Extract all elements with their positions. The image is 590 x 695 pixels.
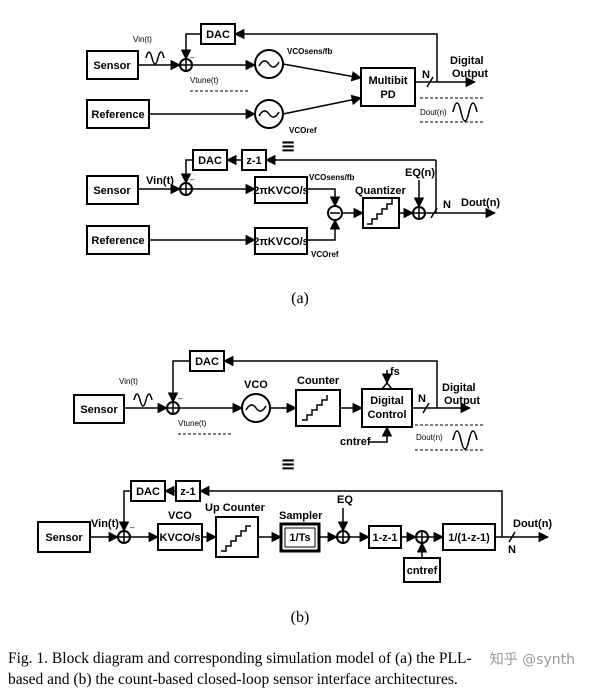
pd-label-line1: Multibit: [368, 75, 407, 87]
bus-width-n: N: [508, 544, 516, 556]
vin-label: Vin(t): [91, 518, 119, 530]
bus-width-n: N: [422, 69, 430, 81]
oscillator-glyph: [258, 60, 280, 68]
dac-label: DAC: [136, 486, 160, 498]
reference-label: Reference: [91, 109, 144, 121]
delay-label: z-1: [180, 486, 195, 498]
minus-sign: –: [190, 175, 195, 184]
control-line1: Digital: [370, 395, 404, 407]
sensor-block: [73, 394, 125, 424]
digital-output-line1: Digital: [442, 382, 476, 394]
eq-label: EQ(n): [405, 167, 435, 179]
integrator-ref-label: 2πKVCO/s: [253, 236, 309, 248]
vtune-label: Vtune(t): [190, 76, 219, 85]
sensor-label: Sensor: [93, 60, 131, 72]
sensor-block: [86, 50, 139, 80]
sensor-label: Sensor: [45, 532, 83, 544]
reference-block: [86, 99, 150, 129]
vco-model-label: VCO: [168, 510, 192, 522]
output-waveform-bounds: [420, 97, 485, 123]
dout-label: Dout(n): [420, 108, 447, 117]
vco-ref-label: VCOref: [311, 250, 339, 259]
panel-b-simulation-model: Sensor DAC z-1 Vin(t) – VCO KVCO/s Up Co…: [37, 480, 552, 583]
cnt-ref-label: cntref: [340, 436, 371, 448]
oscillator-glyph: [258, 110, 280, 118]
vco-sens-label: VCOsens/fb: [309, 173, 354, 182]
counter-label: Counter: [297, 375, 340, 387]
vco-sens-label: VCOsens/fb: [287, 47, 332, 56]
cnt-ref-label: cntref: [407, 565, 438, 577]
vco-label: VCO: [244, 379, 268, 391]
equivalence-symbol-b: ≡: [280, 454, 295, 475]
vtune-label: Vtune(t): [178, 419, 207, 428]
dac-label: DAC: [195, 356, 219, 368]
control-line2: Control: [367, 409, 406, 421]
quantizer-label: Quantizer: [355, 185, 406, 197]
dout-label: Dout(n): [416, 433, 443, 442]
integrator-sens-label: 2πKVCO/s: [253, 185, 309, 197]
plus-glyph: [180, 59, 192, 71]
panel-a-simulation-model: Sensor Reference DAC z-1 Vin(t) – 2πKVCO…: [86, 149, 500, 259]
multibit-pd-block: [360, 67, 416, 107]
up-counter-label: Up Counter: [205, 502, 266, 514]
vin-label: Vin(t): [119, 377, 138, 386]
pd-label-line2: PD: [380, 89, 395, 101]
vco-integrator-label: KVCO/s: [160, 532, 201, 544]
digital-output-line2: Output: [444, 395, 480, 407]
equivalence-symbol-a: ≡: [280, 136, 295, 157]
dout-label: Dout(n): [461, 197, 500, 209]
minus-sign: –: [190, 53, 195, 62]
input-sine-wave: [145, 51, 165, 65]
output-sine-wave: [452, 102, 478, 122]
vin-label: Vin(t): [133, 35, 152, 44]
panel-b-label: (b): [291, 609, 310, 626]
vin-label: Vin(t): [146, 175, 174, 187]
differentiator-label: 1-z-1: [372, 532, 397, 544]
minus-sign: –: [178, 394, 183, 403]
sensor-label: Sensor: [93, 185, 131, 197]
fs-label: fs: [390, 366, 400, 378]
dout-label: Dout(n): [513, 518, 552, 530]
cnt-ref-block: [403, 557, 441, 583]
sampler-label: Sampler: [279, 510, 323, 522]
bus-width-n: N: [418, 393, 426, 405]
sensor-block: [86, 175, 139, 205]
panel-b-block-diagram: Sensor DAC Vin(t) – Vtune(t) VCO Counter…: [73, 350, 485, 451]
delay-label: z-1: [246, 155, 261, 167]
sampler-block-label: 1/Ts: [289, 532, 310, 544]
dac-label: DAC: [206, 29, 230, 41]
dac-label: DAC: [198, 155, 222, 167]
accumulator-label: 1/(1-z-1): [448, 532, 490, 544]
caption-line-1: Fig. 1. Block diagram and corresponding …: [8, 650, 472, 667]
accumulator-block: [442, 523, 496, 551]
panel-a-block-diagram: Sensor Reference DAC Multibit PD Vin(t) …: [86, 23, 488, 135]
panel-a-label: (a): [291, 290, 309, 307]
digital-output-line2: Output: [452, 68, 488, 80]
minus-sign: –: [130, 523, 135, 532]
caption-line-2: based and (b) the count-based closed-loo…: [8, 671, 458, 688]
digital-output-line1: Digital: [450, 55, 484, 67]
eq-label: EQ: [337, 494, 353, 506]
reference-label: Reference: [91, 235, 144, 247]
sensor-label: Sensor: [80, 404, 118, 416]
vco-ref-label: VCOref: [289, 126, 317, 135]
watermark: 知乎 @synth: [490, 651, 575, 668]
bus-width-n: N: [443, 199, 451, 211]
